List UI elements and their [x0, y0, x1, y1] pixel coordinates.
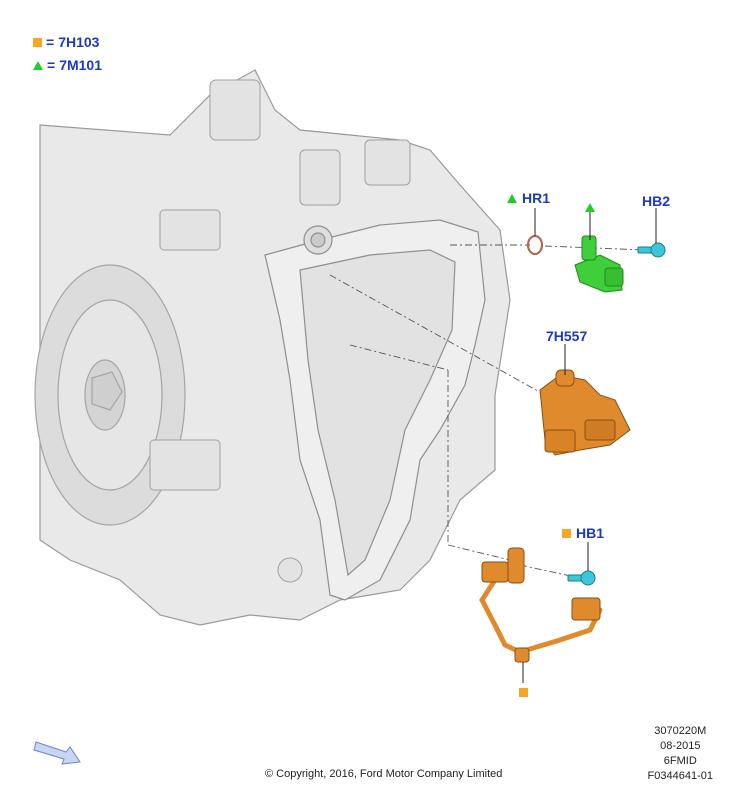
stamp-line-3: 6FMID: [663, 755, 697, 767]
legend-equals: =: [46, 34, 55, 50]
copyright-text: © Copyright, 2016, Ford Motor Company Li…: [265, 768, 503, 780]
legend-row-7h103: = 7H103: [33, 34, 99, 50]
callout-leaders: [522, 208, 657, 683]
triangle-icon: [585, 203, 595, 212]
sensor-7m101: [574, 235, 624, 293]
stamp-line-1: 3070220M: [654, 725, 707, 737]
legend-code: 7H103: [58, 34, 100, 50]
bolt-hb1: [567, 570, 596, 586]
legend-row-7m101: = 7M101: [33, 57, 102, 73]
square-icon: [519, 688, 528, 697]
stamp-line-4: F0344641-01: [647, 770, 713, 782]
callout-hr1-label: HR1: [522, 190, 551, 206]
o-ring-hr1: [526, 234, 544, 256]
leader-lines: [329, 244, 646, 579]
drawing-stamp: 3070220M 08-2015 6FMID F0344641-01: [648, 724, 713, 784]
view-direction-arrow-icon: [33, 741, 81, 765]
callout-hb2: HB2: [642, 193, 671, 209]
legend-equals: =: [47, 57, 56, 73]
marker-7h103: [519, 684, 528, 702]
valve-body: [264, 219, 486, 601]
harness-connectors: [481, 547, 601, 663]
housing-details: [149, 79, 411, 583]
triangle-icon: [507, 193, 517, 203]
callout-hr1: HR1: [507, 190, 550, 206]
bolt-hb2: [637, 242, 666, 258]
square-icon: [562, 528, 571, 538]
module-7h557: [539, 369, 631, 456]
stamp-line-2: 08-2015: [660, 740, 701, 752]
triangle-icon: [33, 60, 43, 70]
square-icon: [33, 37, 42, 47]
callout-7h557: 7H557: [546, 328, 588, 344]
marker-7m101: [585, 199, 595, 217]
harness-7h103: [479, 562, 603, 655]
callout-hb1-label: HB1: [576, 525, 605, 541]
legend-code: 7M101: [59, 57, 102, 73]
torque-converter: [34, 264, 186, 526]
callout-hb1: HB1: [562, 525, 604, 541]
